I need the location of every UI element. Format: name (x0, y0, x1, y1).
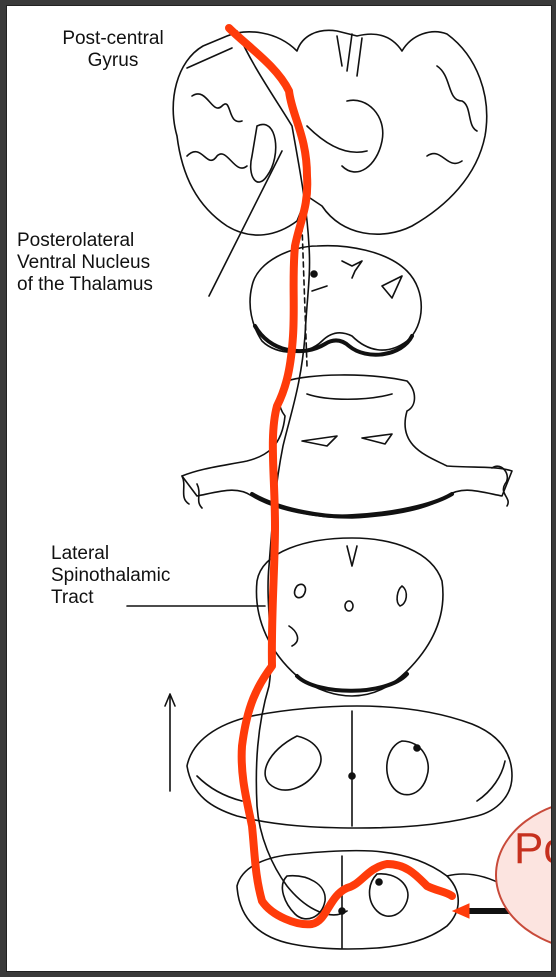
leader-line-postcentral (187, 48, 232, 68)
midbrain-section (250, 246, 421, 355)
label-lst-line2: Spinothalamic (51, 565, 251, 587)
label-pvn-line2: Ventral Nucleus (17, 252, 217, 274)
label-pvn-line1: Posterolateral (17, 230, 217, 252)
pons-section (182, 375, 512, 518)
label-pvn-line3: of the Thalamus (17, 274, 217, 296)
leader-line-pvn (209, 151, 282, 296)
label-lst-line3: Tract (51, 587, 251, 609)
callout-text: Po (514, 824, 552, 874)
spinal-cord-section-upper (187, 706, 512, 828)
brain-section (173, 30, 487, 235)
label-postcentral-line1: Post-central (43, 28, 183, 50)
spinal-cord-section-lower (237, 851, 505, 949)
label-posterolateral-ventral-nucleus: Posterolateral Ventral Nucleus of the Th… (17, 230, 217, 296)
medulla-section (256, 538, 442, 696)
neuroanatomy-diagram (7, 6, 551, 971)
label-lateral-spinothalamic-tract: Lateral Spinothalamic Tract (51, 543, 251, 609)
diagram-frame: Post-central Gyrus Posterolateral Ventra… (6, 5, 552, 972)
label-postcentral-gyrus: Post-central Gyrus (43, 28, 183, 72)
label-postcentral-line2: Gyrus (43, 50, 183, 72)
label-lst-line1: Lateral (51, 543, 251, 565)
